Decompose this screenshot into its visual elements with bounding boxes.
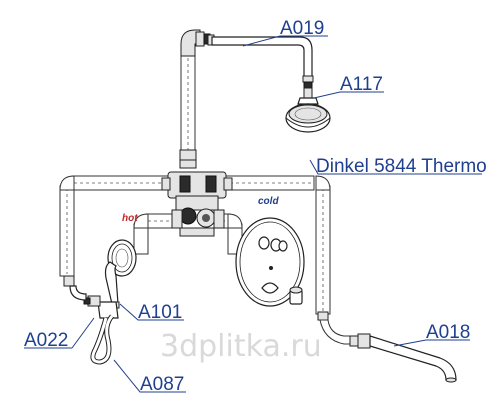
- hand-shower: [104, 239, 137, 309]
- shower-holder-outlet: [83, 295, 119, 319]
- shower-arm: [207, 34, 314, 89]
- label-a087: A087: [140, 374, 184, 395]
- watermark: 3dplitka.ru: [160, 329, 322, 364]
- label-dinkel-thermo: Dinkel 5844 Thermo: [316, 156, 487, 177]
- label-a117: A117: [340, 74, 383, 95]
- label-a101: A101: [138, 302, 182, 323]
- riser-elbow: [180, 29, 211, 57]
- label-a022: A022: [24, 330, 68, 351]
- overhead-shower-head: [285, 87, 331, 133]
- thermostatic-valve-body: [161, 171, 233, 237]
- label-a019: A019: [280, 18, 324, 39]
- thermostat-trim-plate: [235, 217, 305, 307]
- left-pipe-connector: [63, 275, 87, 301]
- riser-pipe: [179, 54, 197, 169]
- upper-supply-pipe: [59, 175, 331, 315]
- label-a018: A018: [426, 322, 470, 343]
- shower-hose: [90, 314, 115, 365]
- label-hot: hot: [122, 213, 138, 224]
- bath-spout: [317, 311, 457, 383]
- leader-lines: [24, 35, 482, 393]
- label-cold: cold: [258, 196, 279, 207]
